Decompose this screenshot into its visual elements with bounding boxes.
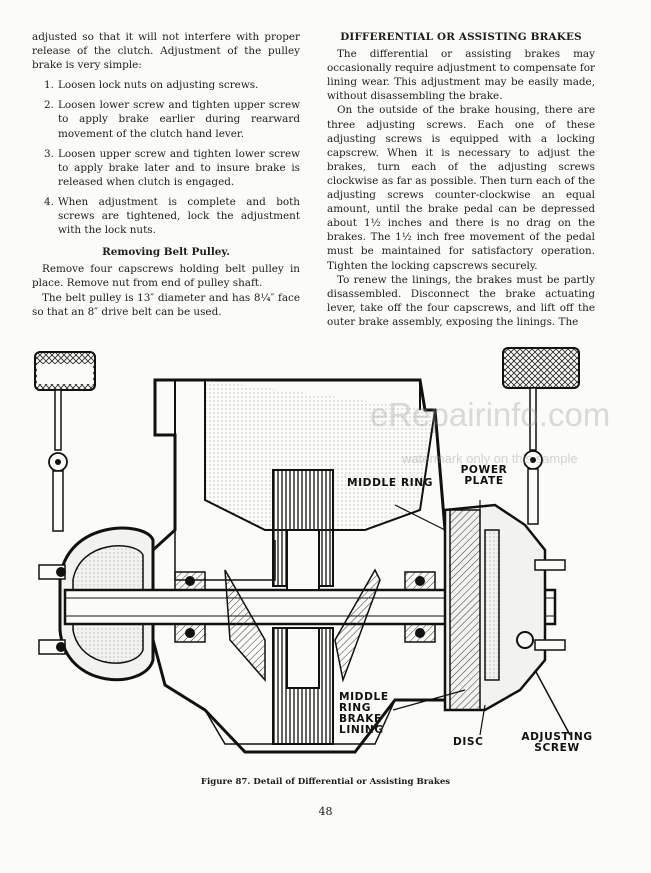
label-middle-ring-brake-lining: MIDDLE RING BRAKE LINING [339, 691, 389, 736]
brakes-paragraph-2: On the outside of the brake housing, the… [327, 104, 595, 272]
step-text: Loosen upper screw and tighten lower scr… [58, 147, 300, 188]
right-brake-pedal [502, 347, 580, 525]
brakes-paragraph-1: The differential or assisting brakes may… [327, 48, 595, 103]
label-middle-ring: MIDDLE RING [347, 477, 434, 489]
step-number: 2. [44, 99, 54, 112]
step-number: 3. [44, 147, 54, 160]
diagram-drawing [34, 347, 580, 754]
step-number: 1. [44, 79, 54, 92]
step-number: 4. [44, 195, 54, 208]
differential-brake-diagram: MIDDLE RING POWER PLATE MIDDLE RING BRAK… [25, 340, 625, 780]
label-power-plate: POWER PLATE [460, 464, 508, 487]
figure-caption: Figure 87. Detail of Differential or Ass… [200, 777, 451, 787]
removing-belt-pulley-heading: Removing Belt Pulley. [102, 246, 230, 259]
step-text: When adjustment is complete and both scr… [58, 195, 300, 237]
right-brake-assembly [443, 503, 571, 736]
watermark-note: watermark only on this sample [402, 451, 578, 466]
label-disc: DISC [453, 736, 484, 748]
label-adjusting-screw: ADJUSTING SCREW [521, 731, 593, 754]
intro-paragraph: adjusted so that it will not interfere w… [32, 31, 300, 72]
list-item: 4. When adjustment is complete and both s… [32, 195, 300, 237]
watermark-site: eRepairinfo.com [370, 396, 611, 433]
list-item: 2. Loosen lower screw and tighten upper s… [32, 98, 300, 140]
belt-pulley-paragraph-2: The belt pulley is 13″ diameter and has … [32, 291, 300, 318]
bearings [174, 571, 436, 643]
ring-gear [224, 469, 381, 745]
left-column: adjusted so that it will not interfere w… [32, 30, 300, 319]
step-text: Loosen lower screw and tighten upper scr… [58, 99, 300, 140]
belt-pulley-paragraph-1: Remove four capscrews holding belt pulle… [32, 263, 300, 290]
adjustment-steps-list: 1.Loosen lock nuts on adjusting screws. … [32, 78, 300, 237]
page-number: 48 [318, 805, 333, 818]
right-column: DIFFERENTIAL OR ASSISTING BRAKES The dif… [327, 30, 595, 329]
left-brake-pedal [34, 351, 96, 532]
section-heading: DIFFERENTIAL OR ASSISTING BRAKES [340, 31, 582, 43]
brakes-paragraph-3: To renew the linings, the brakes must be… [327, 273, 595, 328]
list-item: 1. Loosen lock nuts on adjusting screws. [32, 78, 300, 92]
list-item: 3. Loosen upper screw and tighten lower s… [32, 147, 300, 189]
leader-lines [392, 500, 486, 736]
step-text: Loosen lock nuts on adjusting screws. [58, 79, 259, 92]
